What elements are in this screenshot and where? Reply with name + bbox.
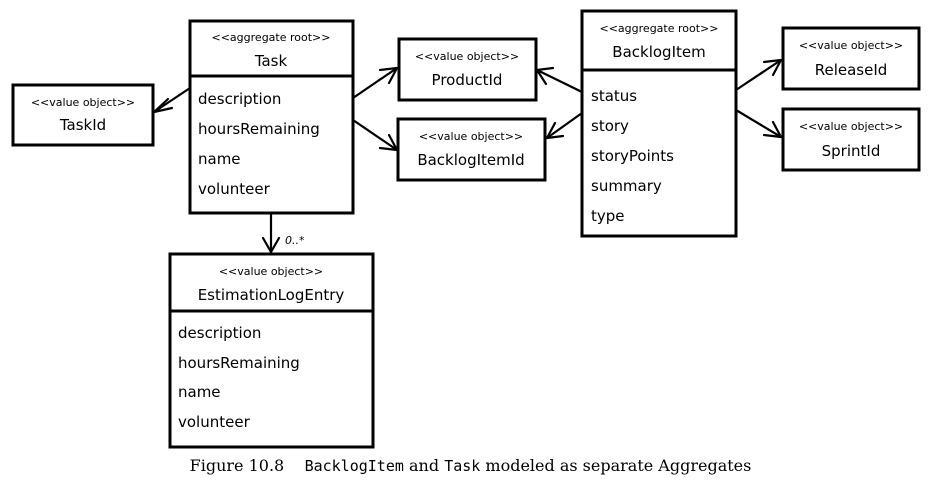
backlogitem-attr-type: type [591, 207, 625, 225]
backlogitem-attr-storypoints: storyPoints [591, 147, 674, 165]
edge-task-to-estimationlogentry [261, 214, 281, 254]
backlogitem-attr-status: status [591, 87, 637, 105]
task-attr-volunteer: volunteer [198, 180, 271, 198]
task-attr-name: name [198, 150, 241, 168]
task-name: Task [254, 52, 288, 70]
edge-task-to-backlogitemid [352, 119, 399, 152]
backlogitem-stereotype: <<aggregate root>> [600, 22, 719, 35]
backlogitem-attr-summary: summary [591, 177, 662, 195]
class-estimationlogentry: <<value object>> EstimationLogEntry desc… [168, 252, 375, 449]
caption-code-task: Task [444, 457, 481, 475]
class-sprintid: <<value object>> SprintId [781, 107, 921, 172]
edge-backlogitem-to-releaseid [735, 58, 783, 91]
edge-backlogitem-to-sprintid [735, 109, 783, 139]
edge-task-to-taskid [152, 87, 191, 114]
task-attr-hoursremaining: hoursRemaining [198, 120, 320, 138]
edge-backlogitem-to-productid [535, 66, 583, 93]
class-task: <<aggregate root>> Task description hour… [188, 19, 355, 215]
backlogitem-name: BacklogItem [612, 43, 705, 61]
sprintid-stereotype: <<value object>> [799, 120, 903, 133]
class-productid: <<value object>> ProductId [397, 37, 538, 102]
class-backlogitem: <<aggregate root>> BacklogItem status st… [580, 9, 738, 238]
productid-stereotype: <<value object>> [415, 50, 519, 63]
multiplicity-label: 0..* [285, 234, 305, 247]
productid-name: ProductId [432, 71, 503, 89]
estimationlogentry-attr-description: description [178, 324, 261, 342]
class-releaseid: <<value object>> ReleaseId [781, 26, 921, 91]
task-stereotype: <<aggregate root>> [212, 31, 331, 44]
caption-code-backlogitem: BacklogItem [304, 457, 404, 475]
sprintid-name: SprintId [822, 142, 881, 160]
backlogitemid-stereotype: <<value object>> [419, 130, 523, 143]
class-backlogitemid: <<value object>> BacklogItemId [396, 117, 547, 182]
estimationlogentry-attr-volunteer: volunteer [178, 413, 251, 431]
estimationlogentry-attr-hoursremaining: hoursRemaining [178, 354, 300, 372]
figure-caption: Figure 10.8 BacklogItem and Task modeled… [0, 456, 941, 475]
edge-task-to-productid [352, 66, 399, 99]
taskid-name: TaskId [59, 116, 106, 134]
caption-and: and [409, 456, 440, 475]
estimationlogentry-stereotype: <<value object>> [219, 265, 323, 278]
task-attr-description: description [198, 90, 281, 108]
class-taskid: <<value object>> TaskId [11, 83, 155, 147]
caption-rest: modeled as separate Aggregates [485, 456, 752, 475]
releaseid-stereotype: <<value object>> [799, 39, 903, 52]
backlogitem-attr-story: story [591, 117, 629, 135]
edge-backlogitem-to-backlogitemid [545, 112, 583, 140]
caption-figure-number: Figure 10.8 [189, 456, 285, 475]
releaseid-name: ReleaseId [815, 61, 888, 79]
estimationlogentry-attr-name: name [178, 383, 221, 401]
backlogitemid-name: BacklogItemId [417, 151, 524, 169]
taskid-stereotype: <<value object>> [31, 96, 135, 109]
estimationlogentry-name: EstimationLogEntry [198, 286, 345, 304]
